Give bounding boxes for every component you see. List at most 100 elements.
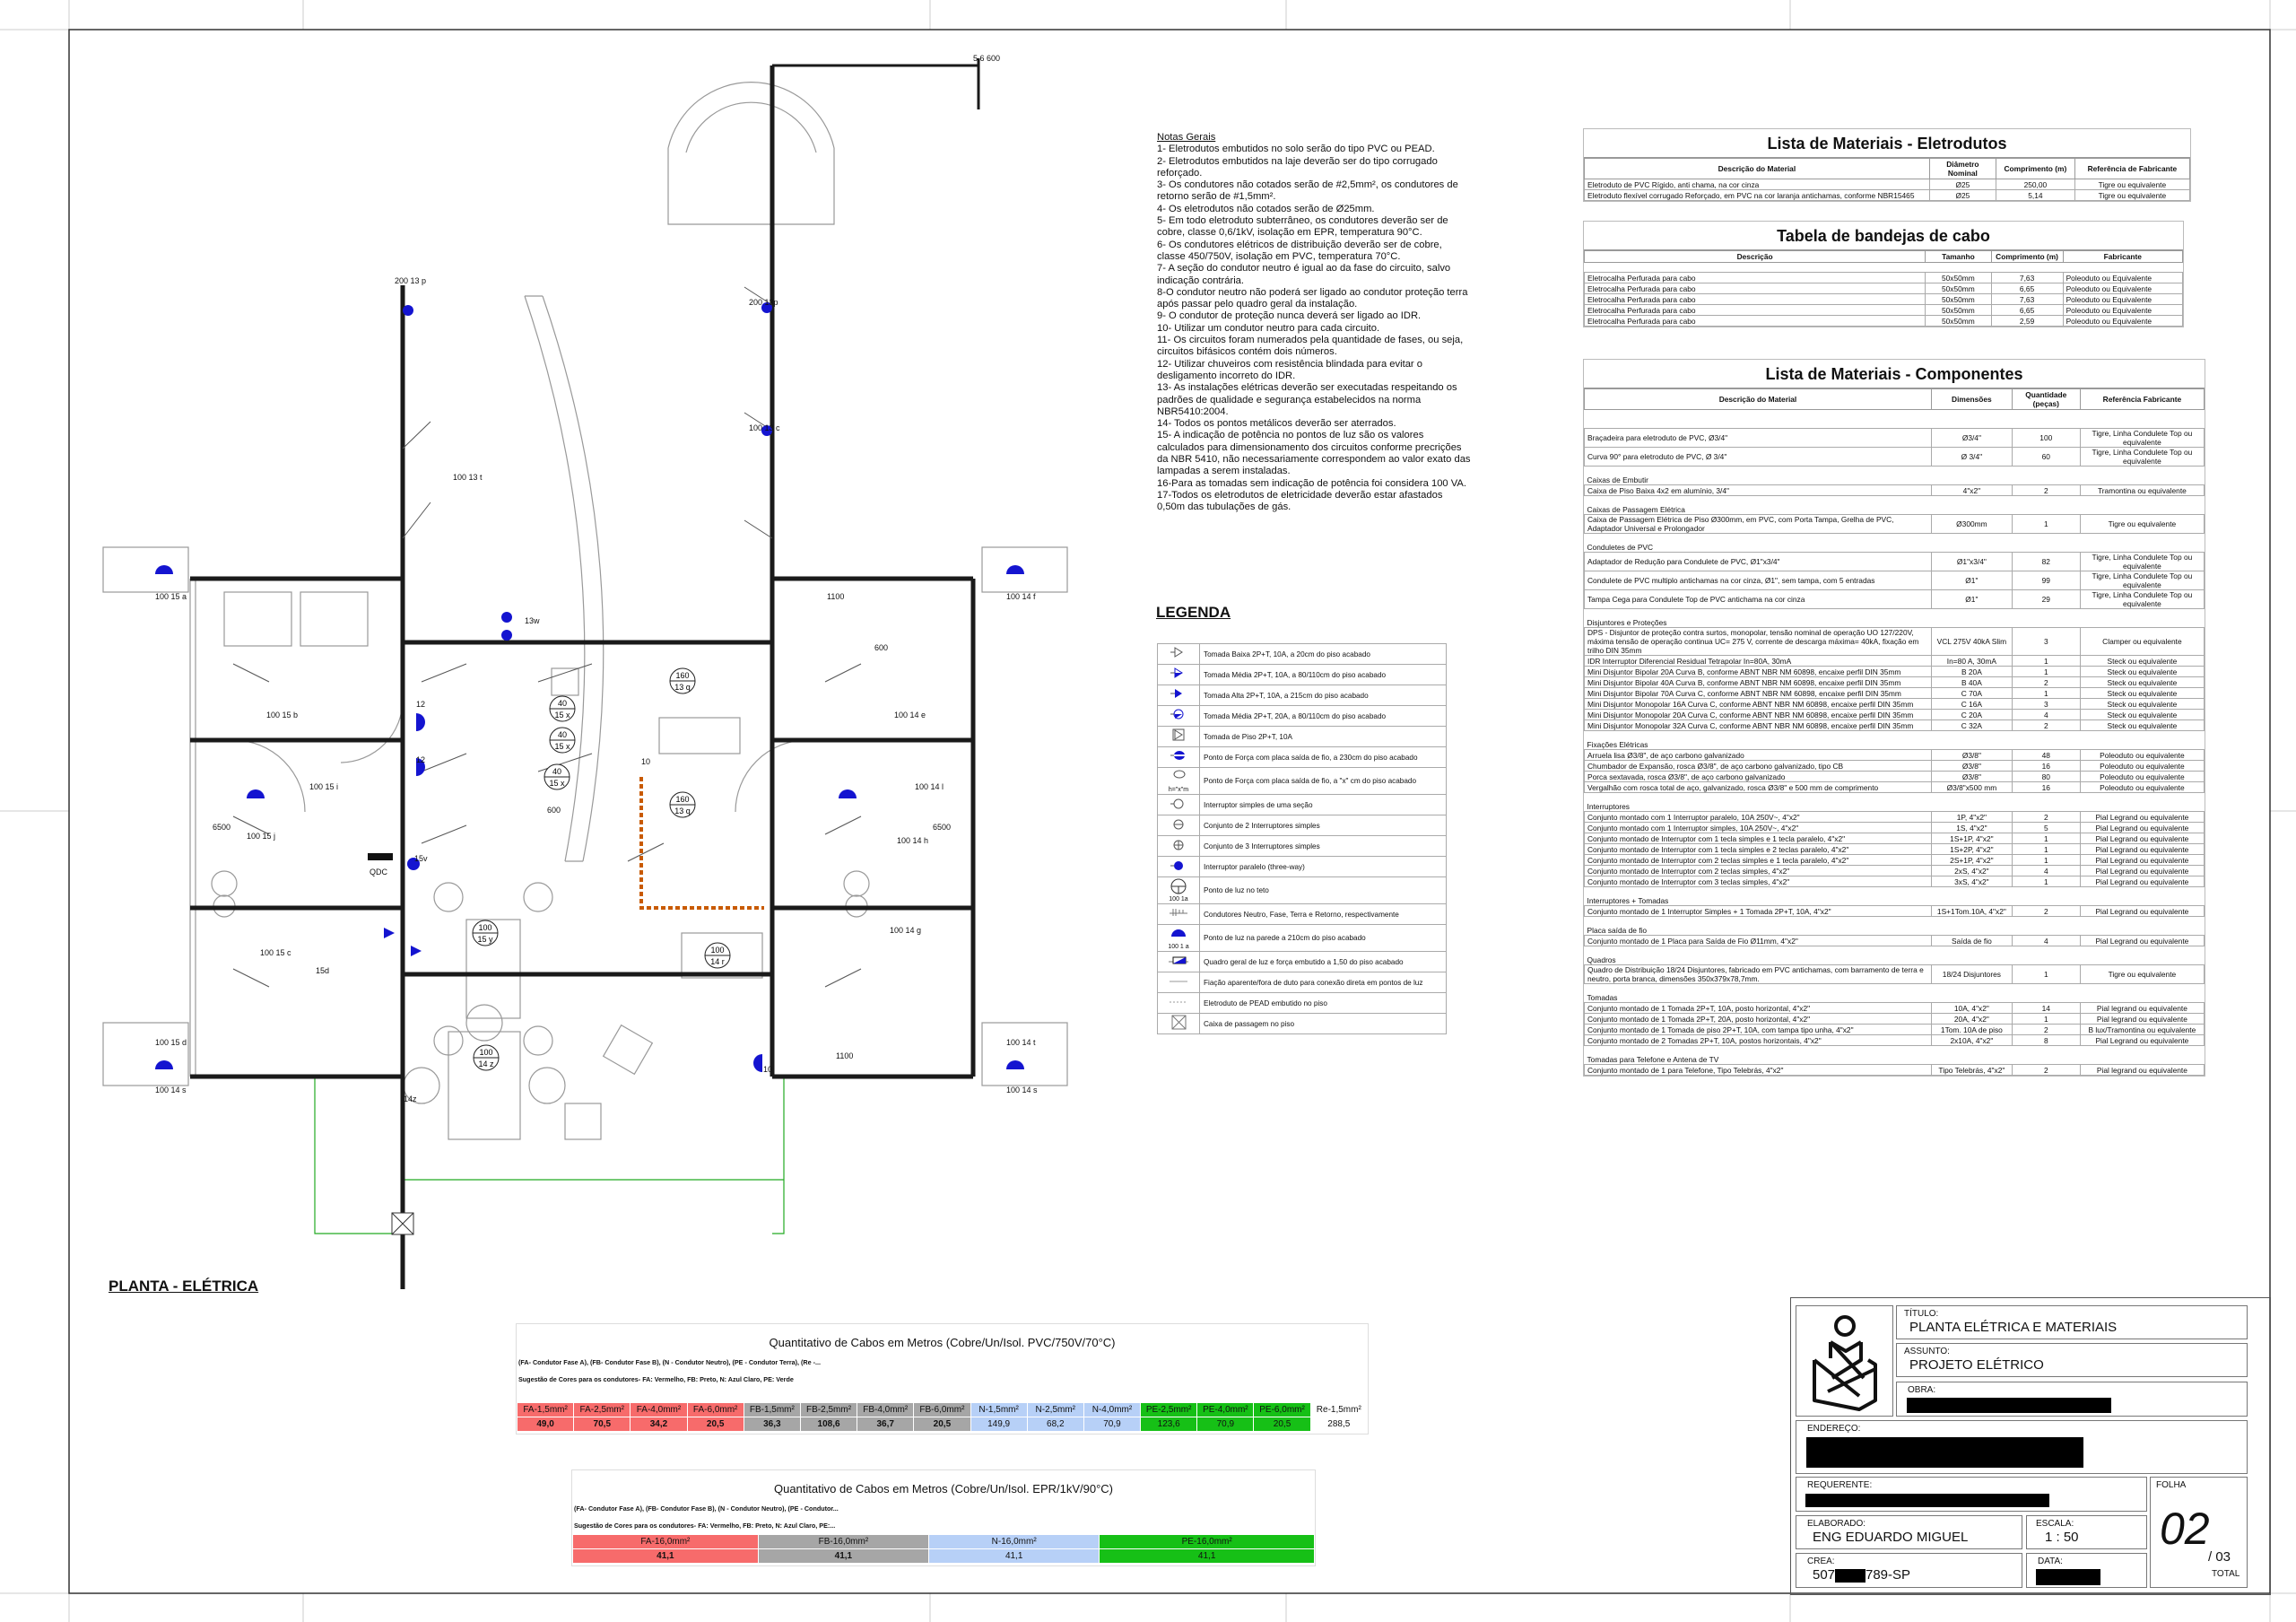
table-row: Eletroduto flexível corrugado Reforçado,… (1584, 189, 2191, 201)
table-row: DPS - Disjuntor de proteção contra surto… (1584, 627, 2205, 656)
table-cell: 16 (2011, 781, 2081, 793)
plan-label: 100 15 a (155, 592, 187, 601)
table-cell: 2,59 (1990, 315, 2064, 327)
cable-length-value: 34,2 (630, 1417, 688, 1432)
table-cell: Steck ou equivalente (2079, 719, 2205, 731)
section-title: Caixas de Passagem Elétrica (1587, 504, 1685, 514)
table-cell: 5 (2011, 822, 2081, 833)
cable-length-value: 49,0 (516, 1417, 575, 1432)
table-row: Vergalhão com rosca total de aço, galvan… (1584, 781, 2205, 793)
ponto-forca-x-icon (1173, 770, 1186, 779)
note-item: 14- Todos os pontos metálicos deverão se… (1157, 418, 1396, 430)
legend-label: Interruptor paralelo (three-way) (1199, 856, 1447, 877)
requerente-field: REQUERENTE: (1796, 1477, 2147, 1512)
cable-gauge-label: FB-2,5mm² (799, 1402, 858, 1417)
table-row: Condulete de PVC multiplo antichamas na … (1584, 571, 2205, 590)
table-cell: 1S, 4"x2" (1930, 822, 2013, 833)
legend-label: Eletroduto de PEAD embutido no piso (1199, 992, 1447, 1014)
legend-label: Caixa de passagem no piso (1199, 1013, 1447, 1034)
legend-symbol: 100 1a (1157, 876, 1200, 904)
table-row: Conjunto montado de Interruptor com 1 te… (1584, 843, 2205, 855)
table-cell: Pial Legrand ou equivalente (2079, 1034, 2205, 1046)
table-row: Tampa Cega para Condulete Top de PVC ant… (1584, 589, 2205, 609)
table-cell: Pial Legrand ou equivalente (2079, 935, 2205, 946)
assunto-label: ASSUNTO: (1904, 1347, 1950, 1356)
legend-label: Ponto de luz no teto (1199, 876, 1447, 904)
table-cell: 14 (2011, 1002, 2081, 1014)
table-cell: 1 (2011, 666, 2081, 677)
table-cell: Eletrocalha Perfurada para cabo (1583, 272, 1926, 283)
note-item: 7- A seção do condutor neutro é igual ao… (1157, 263, 1451, 286)
titulo-label: TÍTULO: (1904, 1309, 1939, 1319)
table-cell: Steck ou equivalente (2079, 687, 2205, 699)
table-cell: Ø1" (1930, 589, 2013, 609)
escala-label: ESCALA: (2036, 1519, 2074, 1529)
table-row: Mini Disjuntor Bipolar 70A Curva C, conf… (1584, 687, 2205, 699)
note-item: 9- O condutor de proteção nunca deverá s… (1157, 310, 1422, 322)
plan-label: 600 (547, 806, 561, 815)
legend-row: Tomada Alta 2P+T, 10A, a 215cm do piso a… (1157, 685, 1447, 706)
table-row: Adaptador de Redução para Condulete de P… (1584, 552, 2205, 571)
table-cell: 1P, 4"x2" (1930, 811, 2013, 823)
table-cell: 4"x2" (1930, 484, 2013, 496)
cable-gauge-label: FB-1,5mm² (743, 1402, 801, 1417)
table-cell: 50x50mm (1925, 283, 1992, 294)
legend-symbol (1157, 815, 1200, 836)
table-row: Conjunto montado de 1 Tomada 2P+T, 10A, … (1584, 1002, 2205, 1014)
table-cell: 1 (2011, 833, 2081, 844)
cable-epr-colors: Sugestão de Cores para os condutores- FA… (574, 1522, 836, 1530)
table-cell: Mini Disjuntor Bipolar 20A Curva B, conf… (1584, 666, 1932, 677)
table-cell: Eletroduto de PVC Rígido, anti chama, na… (1584, 179, 1930, 190)
table-cell: 2 (2011, 811, 2081, 823)
light-power: 100 (710, 946, 724, 955)
redacted-endereco (1806, 1437, 2083, 1468)
legend-symbol (1157, 972, 1200, 993)
cable-length-value: 20,5 (686, 1417, 744, 1432)
note-item: 6- Os condutores elétricos de distribuiç… (1157, 239, 1442, 262)
table-cell: Poleoduto ou Equivalente (2062, 293, 2184, 305)
table-row: Conjunto montado de 1 Interruptor Simple… (1584, 905, 2205, 917)
legend-symbol (1157, 856, 1200, 877)
legend-symbol (1157, 685, 1200, 706)
column-header: Dimensões (1930, 388, 2013, 410)
table-cell: Mini Disjuntor Bipolar 40A Curva B, conf… (1584, 676, 1932, 688)
tomada-baixa-icon (1170, 647, 1183, 658)
light-circuit: 14 z (478, 1060, 494, 1068)
table-cell: Conjunto montado de 1 para Telefone, Tip… (1584, 1064, 1932, 1076)
table-row: Mini Disjuntor Bipolar 40A Curva B, conf… (1584, 676, 2205, 688)
table-cell: 50x50mm (1925, 315, 1992, 327)
table-cell: Ø3/4" (1930, 428, 2013, 448)
column-header: Referência de Fabricante (2074, 158, 2191, 179)
table-cell: Ø3/8" (1930, 771, 2013, 782)
table-cell: 99 (2011, 571, 2081, 590)
table-row: Conjunto montado de 1 Tomada 2P+T, 20A, … (1584, 1013, 2205, 1025)
cable-quantity-pvc: Quantitativo de Cabos em Metros (Cobre/U… (516, 1323, 1369, 1435)
light-circuit: 14 r (710, 957, 725, 966)
table-cell: Mini Disjuntor Monopolar 20A Curva C, co… (1584, 709, 1932, 720)
table-cell: 7,63 (1990, 293, 2064, 305)
titulo-field: TÍTULO: PLANTA ELÉTRICA E MATERIAIS (1896, 1305, 2248, 1339)
notes-list: 1- Eletrodutos embutidos no solo serão d… (1157, 144, 1471, 513)
table-cell: 50x50mm (1925, 304, 1992, 316)
note-item: 3- Os condutores não cotados serão de #2… (1157, 179, 1458, 203)
title-block (1790, 1297, 2271, 1595)
section-row: Placa saída de fio (1585, 917, 2205, 936)
table-cell: Pial Legrand ou equivalente (2079, 833, 2205, 844)
obra-field: OBRA: (1896, 1382, 2248, 1417)
table-cell: Ø3/8" (1930, 760, 2013, 772)
note-item: 11- Os circuitos foram numerados pela qu… (1157, 335, 1464, 358)
table-cell: Pial Legrand ou equivalente (2079, 811, 2205, 823)
table-cell: 2 (2011, 1064, 2081, 1076)
table-cell: 50x50mm (1925, 272, 1992, 283)
table-row: Conjunto montado de Interruptor com 2 te… (1584, 854, 2205, 866)
section-title: Interruptores + Tomadas (1587, 895, 1669, 905)
note-item: 10- Utilizar um condutor neutro para cad… (1157, 322, 1380, 334)
table-cell: Conjunto montado de 2 Tomadas 2P+T, 10A,… (1584, 1034, 1932, 1046)
plan-label: 1100 (836, 1051, 853, 1060)
table-cell: 2S+1P, 4"x2" (1930, 854, 2013, 866)
legend-symbol (1157, 951, 1200, 972)
